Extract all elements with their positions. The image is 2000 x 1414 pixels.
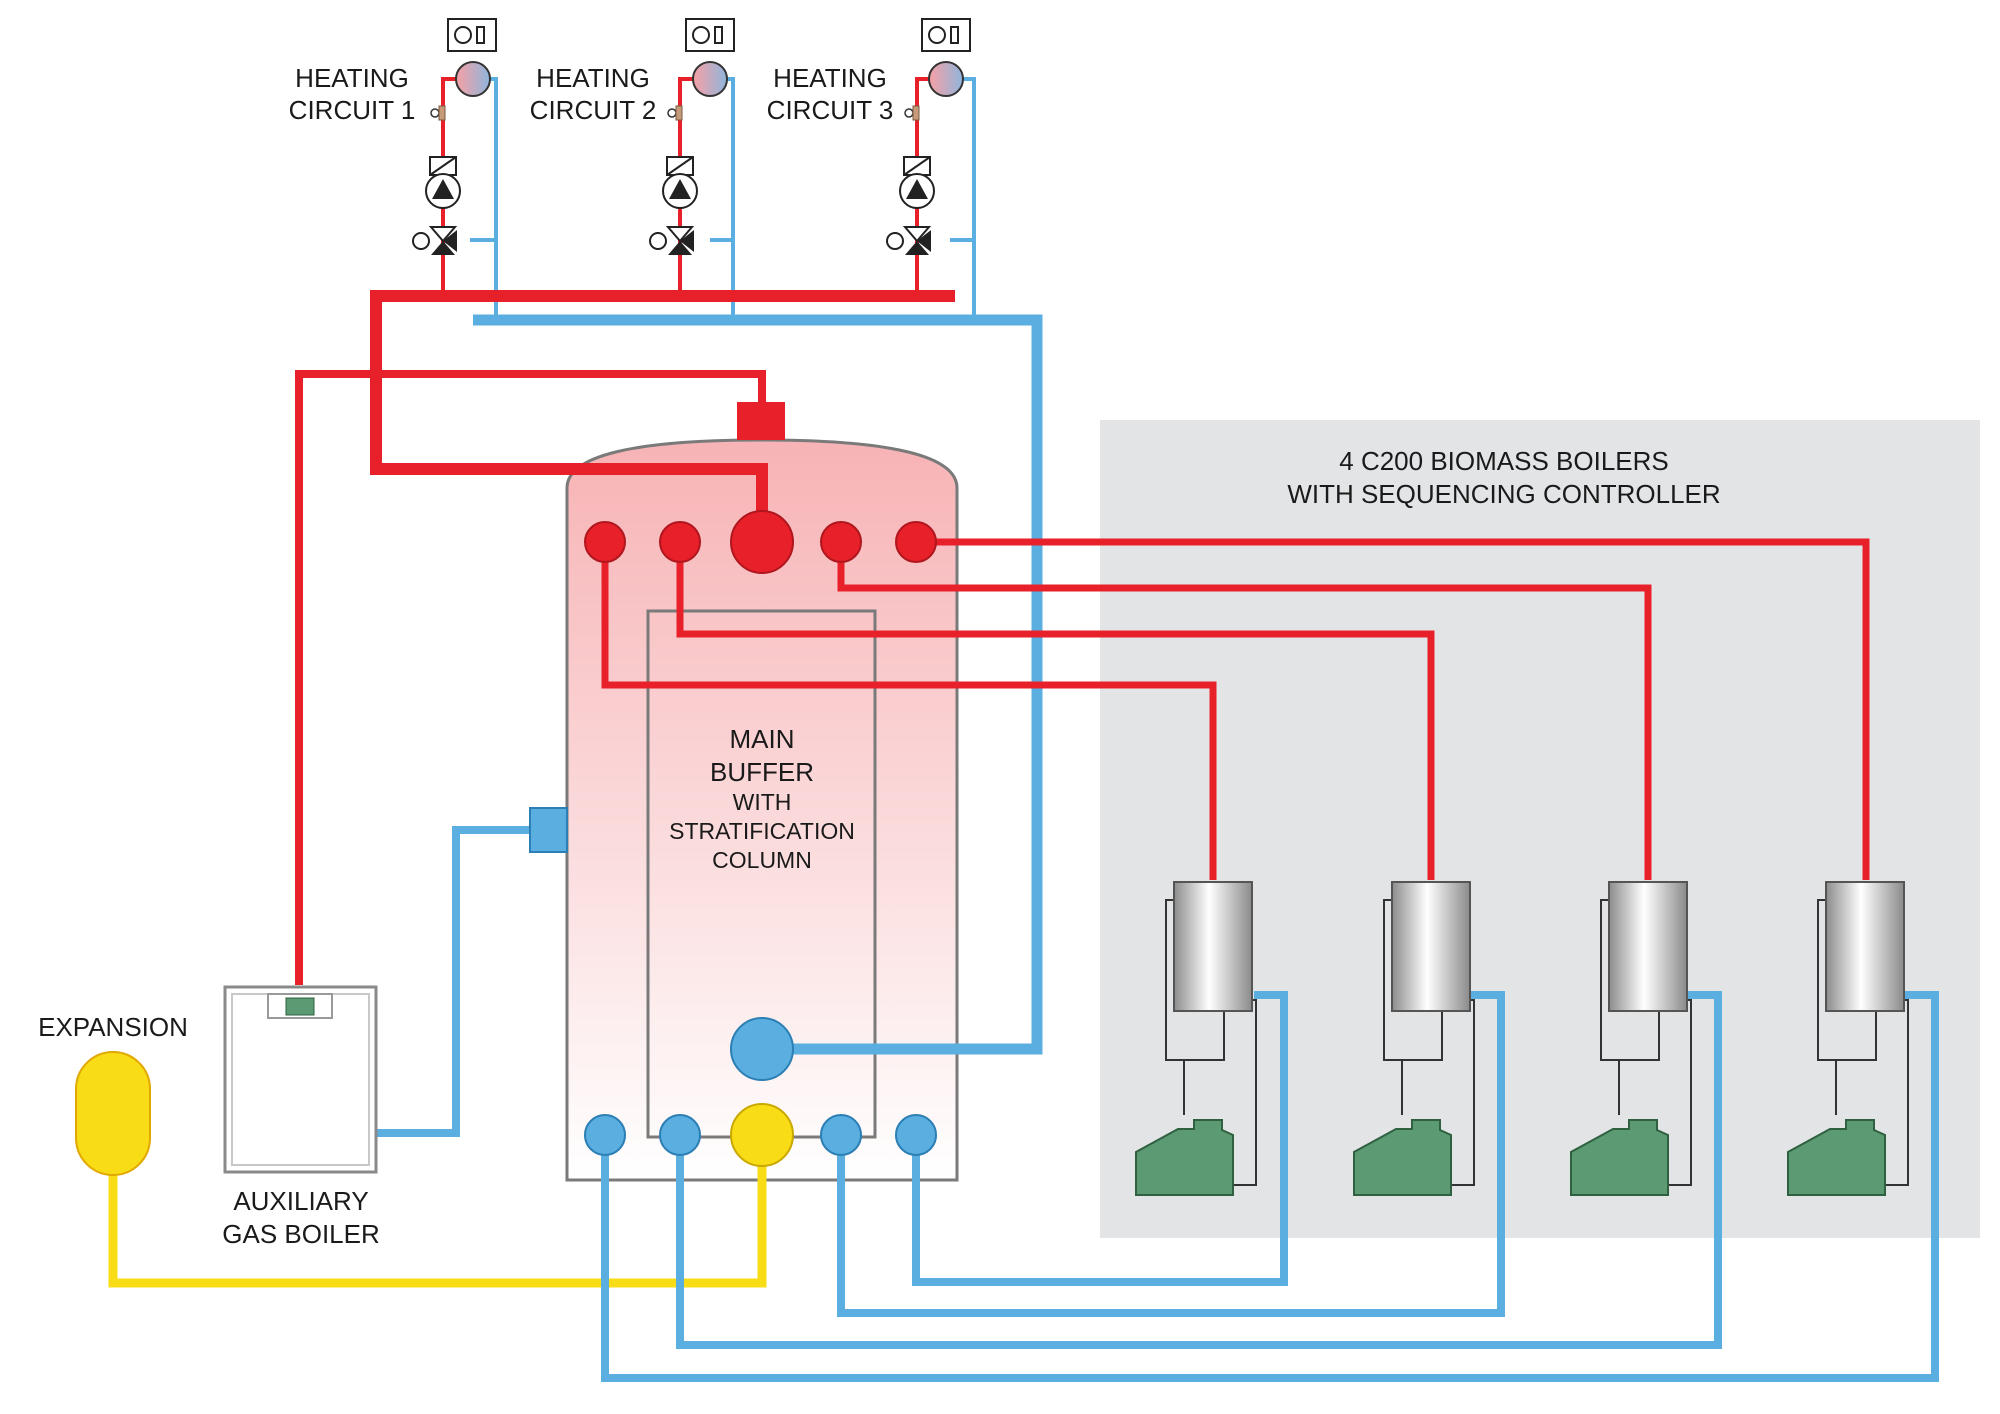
pump-icon bbox=[662, 173, 698, 209]
buffer-label-3: WITH bbox=[733, 789, 792, 815]
mixing-valve-icon bbox=[886, 226, 932, 255]
biomass-panel bbox=[1100, 420, 1980, 1238]
burner-icon bbox=[1135, 1119, 1234, 1196]
circuit-3-label-1: HEATING bbox=[773, 63, 887, 93]
buffer-label-5: COLUMN bbox=[712, 847, 812, 873]
return-pipes bbox=[376, 826, 1939, 1382]
flow-pipes bbox=[295, 77, 1870, 985]
boiler-cylinder-icon bbox=[1825, 881, 1905, 1012]
biomass-boiler-1 bbox=[1135, 881, 1257, 1196]
biomass-boiler-2 bbox=[1353, 881, 1475, 1196]
radiator-icon bbox=[928, 61, 964, 97]
actuator-icon bbox=[429, 156, 457, 176]
circuit-2-label-2: CIRCUIT 2 bbox=[530, 95, 657, 125]
heating-circuit-1: HEATING CIRCUIT 1 bbox=[289, 18, 497, 255]
biomass-boiler-4 bbox=[1787, 881, 1909, 1196]
biomass-title-1: 4 C200 BIOMASS BOILERS bbox=[1339, 446, 1668, 476]
sensor-icon bbox=[667, 108, 677, 118]
thermostat-icon bbox=[685, 18, 735, 52]
sensor-icon bbox=[904, 108, 914, 118]
circuit-3-label-2: CIRCUIT 3 bbox=[767, 95, 894, 125]
actuator-icon bbox=[666, 156, 694, 176]
boiler-cylinder-icon bbox=[1391, 881, 1471, 1012]
thermostat-icon bbox=[921, 18, 971, 52]
biomass-title-2: WITH SEQUENCING CONTROLLER bbox=[1287, 479, 1720, 509]
buffer-ports bbox=[529, 510, 937, 1167]
pump-icon bbox=[425, 173, 461, 209]
boiler-cylinder-icon bbox=[1608, 881, 1688, 1012]
actuator-icon bbox=[903, 156, 931, 176]
boiler-cylinder-icon bbox=[1173, 881, 1253, 1012]
expansion-pipe bbox=[108, 1135, 767, 1288]
mixing-valve-icon bbox=[412, 226, 458, 255]
circuit-1-label-1: HEATING bbox=[295, 63, 409, 93]
thermostat-icon bbox=[447, 18, 497, 52]
mixing-valve-icon bbox=[649, 226, 695, 255]
heating-circuit-2: HEATING CIRCUIT 2 bbox=[530, 18, 735, 255]
expansion-vessel bbox=[75, 1051, 151, 1176]
aux-boiler-label-2: GAS BOILER bbox=[222, 1219, 380, 1249]
expansion-label: EXPANSION bbox=[38, 1012, 188, 1042]
aux-gas-boiler bbox=[223, 985, 378, 1174]
buffer-label-4: STRATIFICATION bbox=[669, 818, 855, 844]
pump-icon bbox=[899, 173, 935, 209]
burner-icon bbox=[1787, 1119, 1886, 1196]
heating-circuit-3: HEATING CIRCUIT 3 bbox=[767, 18, 971, 255]
burner-icon bbox=[1570, 1119, 1669, 1196]
buffer-label-1: MAIN bbox=[730, 724, 795, 754]
burner-icon bbox=[1353, 1119, 1452, 1196]
radiator-icon bbox=[455, 61, 491, 97]
circuit-2-label-1: HEATING bbox=[536, 63, 650, 93]
sensor-icon bbox=[430, 108, 440, 118]
biomass-boiler-3 bbox=[1570, 881, 1692, 1196]
radiator-icon bbox=[692, 61, 728, 97]
circuit-1-label-2: CIRCUIT 1 bbox=[289, 95, 416, 125]
aux-boiler-label-1: AUXILIARY bbox=[233, 1186, 368, 1216]
buffer-label-2: BUFFER bbox=[710, 757, 814, 787]
buffer-top-port bbox=[737, 402, 785, 440]
